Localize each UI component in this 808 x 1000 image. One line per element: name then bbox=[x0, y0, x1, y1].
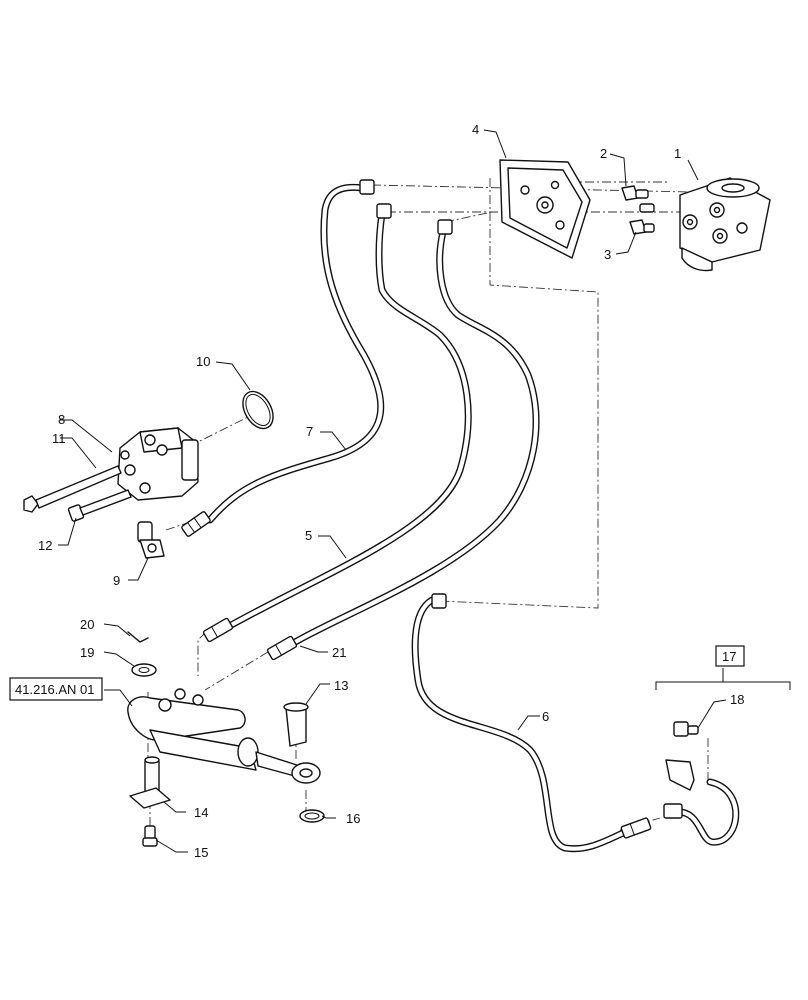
cover-plate[interactable] bbox=[499, 159, 591, 259]
hose-6[interactable] bbox=[411, 596, 634, 853]
steering-valve[interactable] bbox=[679, 177, 771, 272]
hose-21[interactable] bbox=[286, 228, 540, 649]
hose-fittings bbox=[181, 179, 652, 839]
fitting-2[interactable] bbox=[621, 185, 649, 201]
bolt-12[interactable] bbox=[67, 489, 132, 522]
callout-1: 1 bbox=[674, 146, 681, 161]
callout-12: 12 bbox=[38, 538, 52, 553]
callout-21: 21 bbox=[332, 645, 346, 660]
pivot-pin[interactable] bbox=[129, 756, 171, 809]
washer[interactable] bbox=[131, 663, 157, 677]
steering-cylinder[interactable] bbox=[127, 688, 321, 784]
callout-6: 6 bbox=[542, 709, 549, 724]
leader-lines bbox=[58, 129, 727, 853]
callout-11: 11 bbox=[52, 431, 66, 446]
kit-17-box bbox=[715, 645, 745, 667]
callout-3: 3 bbox=[604, 247, 611, 262]
reference-link[interactable]: 41.216.AN 01 bbox=[9, 677, 103, 701]
fitting-3[interactable] bbox=[629, 219, 655, 235]
callout-9: 9 bbox=[113, 573, 120, 588]
callout-10: 10 bbox=[196, 354, 210, 369]
phantom-lines bbox=[147, 178, 709, 831]
tube-kit[interactable] bbox=[663, 759, 740, 846]
callout-18: 18 bbox=[730, 692, 744, 707]
callout-13: 13 bbox=[334, 678, 348, 693]
callout-labels: 1 2 3 4 5 6 7 8 9 10 11 12 13 14 15 16 1… bbox=[38, 122, 745, 860]
callout-16: 16 bbox=[346, 811, 360, 826]
o-ring[interactable] bbox=[237, 386, 280, 434]
callout-14: 14 bbox=[194, 805, 208, 820]
callout-7: 7 bbox=[306, 424, 313, 439]
hose-7[interactable] bbox=[206, 183, 385, 524]
callout-17: 17 bbox=[722, 649, 736, 664]
sleeve-bushing[interactable] bbox=[283, 702, 309, 747]
snap-ring[interactable] bbox=[299, 809, 325, 823]
callout-5: 5 bbox=[305, 528, 312, 543]
bolt-11[interactable] bbox=[23, 465, 122, 513]
callout-19: 19 bbox=[80, 645, 94, 660]
fitting-mid bbox=[639, 203, 655, 213]
reference-label: 41.216.AN 01 bbox=[15, 682, 95, 697]
hose-5[interactable] bbox=[222, 210, 472, 632]
fitting-18[interactable] bbox=[673, 721, 699, 737]
cotter-pin[interactable] bbox=[127, 631, 149, 643]
elbow-fitting[interactable] bbox=[137, 521, 165, 559]
callout-15: 15 bbox=[194, 845, 208, 860]
kit-bracket bbox=[655, 668, 791, 690]
hydraulic-pump[interactable] bbox=[117, 427, 199, 501]
callout-20: 20 bbox=[80, 617, 94, 632]
callout-4: 4 bbox=[472, 122, 479, 137]
screw[interactable] bbox=[142, 825, 158, 847]
callout-8: 8 bbox=[58, 412, 65, 427]
callout-2: 2 bbox=[600, 146, 607, 161]
